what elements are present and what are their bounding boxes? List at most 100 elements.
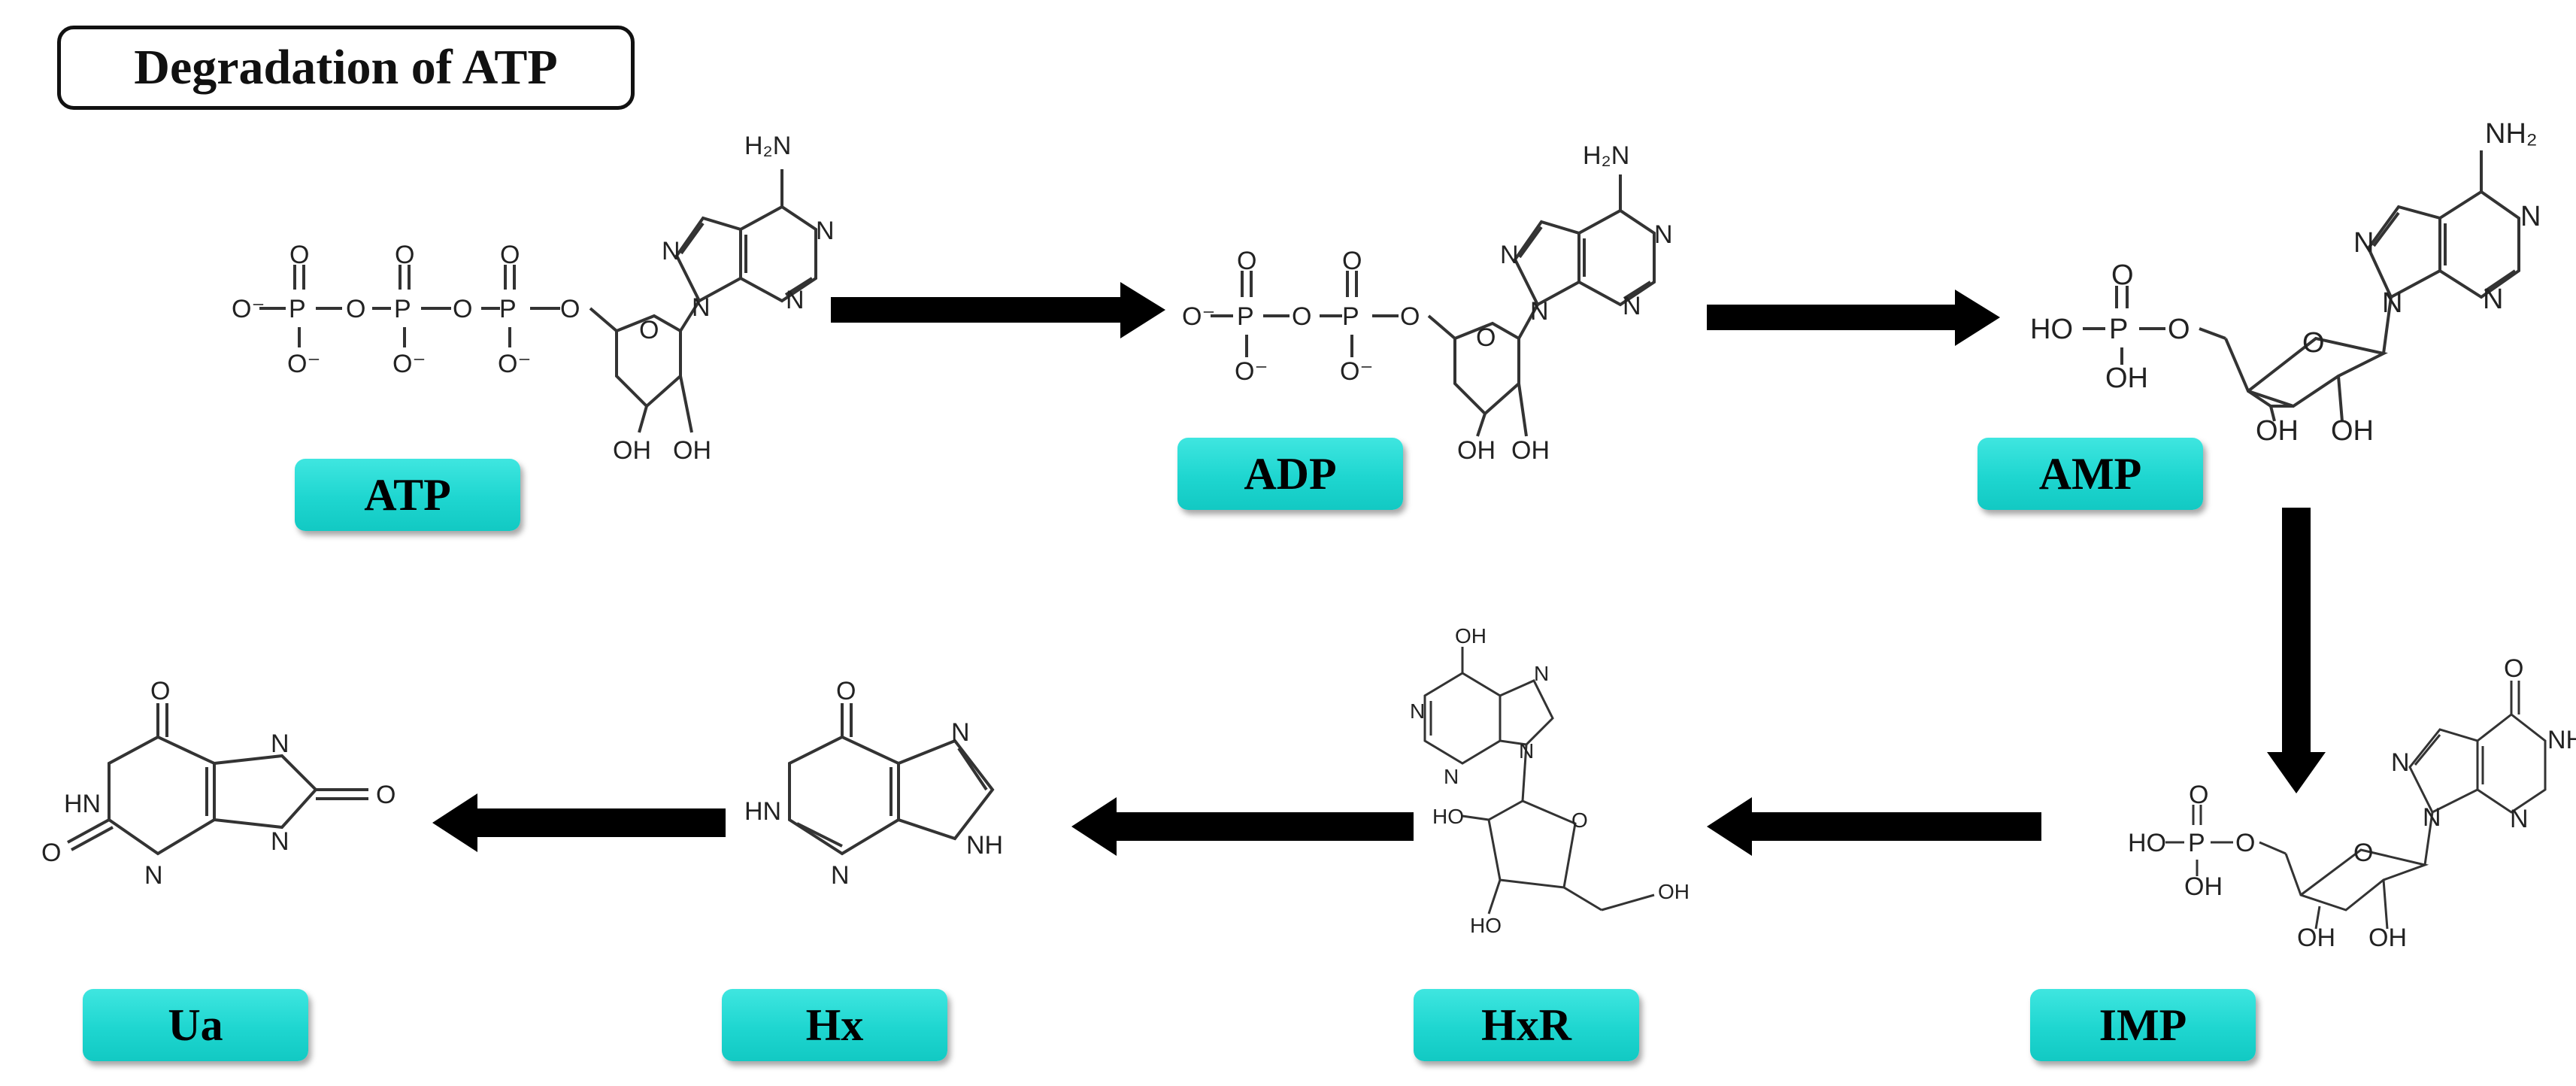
ua-o-top: O xyxy=(150,677,170,705)
atp-n1: N xyxy=(816,217,835,245)
adp-n3: N xyxy=(1623,292,1641,320)
label-atp: ATP xyxy=(295,459,520,531)
imp-ring-o: O xyxy=(2353,839,2373,867)
atp-o-minus-1: O⁻ xyxy=(232,295,265,323)
hx-o: O xyxy=(836,677,856,705)
imp-n9: N xyxy=(2423,803,2441,832)
ua-n9: N xyxy=(271,827,289,856)
amp-n1: N xyxy=(2520,201,2541,232)
hx-hn: HN xyxy=(744,797,781,826)
arrow-amp-to-imp xyxy=(2267,508,2326,793)
adp-p-2: P xyxy=(1342,302,1359,331)
arrow-atp-to-adp xyxy=(831,282,1165,338)
imp-ho: HO xyxy=(2128,829,2166,857)
ua-hn: HN xyxy=(64,790,101,818)
adp-oh-1: OH xyxy=(1457,436,1496,465)
amp-ho: HO xyxy=(2030,314,2073,345)
hx-nh: NH xyxy=(966,831,1003,860)
amp-o-top: O xyxy=(2111,259,2134,291)
hx-n3: N xyxy=(831,861,850,890)
adp-nh2: H₂N xyxy=(1583,141,1629,170)
amp-o-ester: O xyxy=(2168,314,2190,345)
reaction-arrows xyxy=(432,282,2326,856)
adp-n1: N xyxy=(1654,220,1673,249)
adp-o-bot-2: O⁻ xyxy=(1340,357,1373,386)
atp-o-1: O xyxy=(346,295,365,323)
amp-atom-labels: HO P O O OH O OH OH N N N N NH₂ xyxy=(2030,118,2541,447)
label-adp: ADP xyxy=(1177,438,1403,510)
amp-structure xyxy=(2083,150,2520,422)
hx-n7: N xyxy=(951,718,970,747)
atp-o-2: O xyxy=(453,295,472,323)
amp-oh-p: OH xyxy=(2105,363,2148,394)
imp-oh-p: OH xyxy=(2184,872,2223,901)
adp-ring-o: O xyxy=(1476,323,1496,352)
imp-o-keto: O xyxy=(2504,654,2523,683)
hx-structure xyxy=(788,703,995,856)
adp-o-minus-1: O⁻ xyxy=(1182,302,1215,331)
amp-p: P xyxy=(2109,314,2128,345)
ua-o-left: O xyxy=(41,839,61,867)
ua-n3: N xyxy=(144,861,163,890)
adp-oh-2: OH xyxy=(1511,436,1550,465)
adp-n9: N xyxy=(1530,297,1549,326)
ua-structure xyxy=(67,703,368,856)
arrow-hx-to-ua xyxy=(432,793,726,852)
arrow-imp-to-hxr xyxy=(1707,797,2041,856)
adp-o-top-1: O xyxy=(1237,247,1256,275)
amp-nh2: NH₂ xyxy=(2485,118,2538,150)
atp-p-1: P xyxy=(289,295,306,323)
imp-nh: NH xyxy=(2547,726,2576,754)
atp-oh-1: OH xyxy=(613,436,651,465)
imp-oh-2: OH xyxy=(2368,924,2407,952)
label-imp: IMP xyxy=(2030,989,2256,1061)
atp-p-3: P xyxy=(499,295,517,323)
adp-p-1: P xyxy=(1237,302,1254,331)
adp-o-top-2: O xyxy=(1342,247,1362,275)
amp-oh-2: OH xyxy=(2331,415,2374,447)
imp-o-top: O xyxy=(2189,781,2208,809)
atp-structure xyxy=(259,169,817,433)
amp-n3: N xyxy=(2483,284,2503,315)
label-hx: Hx xyxy=(722,989,947,1061)
ua-atom-labels: O HN O N H N H N O xyxy=(41,677,395,890)
amp-n9: N xyxy=(2382,287,2402,319)
atp-o-bot-3: O⁻ xyxy=(498,350,531,378)
atp-o-bot-1: O⁻ xyxy=(287,350,320,378)
imp-n3: N xyxy=(2510,805,2529,833)
atp-o-top-2: O xyxy=(395,241,414,269)
atp-n9: N xyxy=(692,293,711,322)
atp-nh2: H₂N xyxy=(744,132,791,160)
arrow-adp-to-amp xyxy=(1707,290,2000,346)
amp-n7: N xyxy=(2353,227,2374,259)
atp-p-2: P xyxy=(394,295,411,323)
hxr-structure xyxy=(1423,647,1655,915)
adp-atom-labels: O⁻ P O P O O O O⁻ O⁻ O OH OH N N N N H₂N xyxy=(1182,141,1673,465)
hxr-n3: N xyxy=(1444,765,1459,788)
adp-n7: N xyxy=(1500,241,1519,269)
atp-o-bot-2: O⁻ xyxy=(392,350,426,378)
imp-atom-labels: HO P O O OH O OH OH N N O NH N xyxy=(2128,654,2576,952)
atp-o-top-1: O xyxy=(289,241,309,269)
imp-structure xyxy=(2165,681,2547,930)
amp-ring-o: O xyxy=(2302,327,2325,359)
adp-o-1: O xyxy=(1292,302,1311,331)
hxr-oh-2: OH xyxy=(1658,880,1690,903)
ua-n7: N xyxy=(271,730,289,758)
hx-atom-labels: O HN N N NH xyxy=(744,677,1003,890)
hxr-ho-2: HO xyxy=(1470,914,1502,937)
imp-n7: N xyxy=(2391,748,2410,777)
diagram-title: Degradation of ATP xyxy=(57,26,635,110)
hxr-ring-o: O xyxy=(1571,808,1588,832)
atp-n3: N xyxy=(786,286,805,314)
label-amp: AMP xyxy=(1977,438,2203,510)
atp-atom-labels: O⁻ P O P O P O O O O O⁻ O⁻ O⁻ O OH OH N … xyxy=(232,132,835,465)
hxr-atom-labels: OH N N N N O HO HO OH xyxy=(1410,624,1690,937)
hxr-n9: N xyxy=(1519,739,1534,763)
adp-o-bot-1: O⁻ xyxy=(1235,357,1268,386)
hxr-oh: OH xyxy=(1455,624,1487,648)
adp-o-2: O xyxy=(1400,302,1420,331)
imp-oh-1: OH xyxy=(2297,924,2335,952)
atp-o-top-3: O xyxy=(500,241,520,269)
